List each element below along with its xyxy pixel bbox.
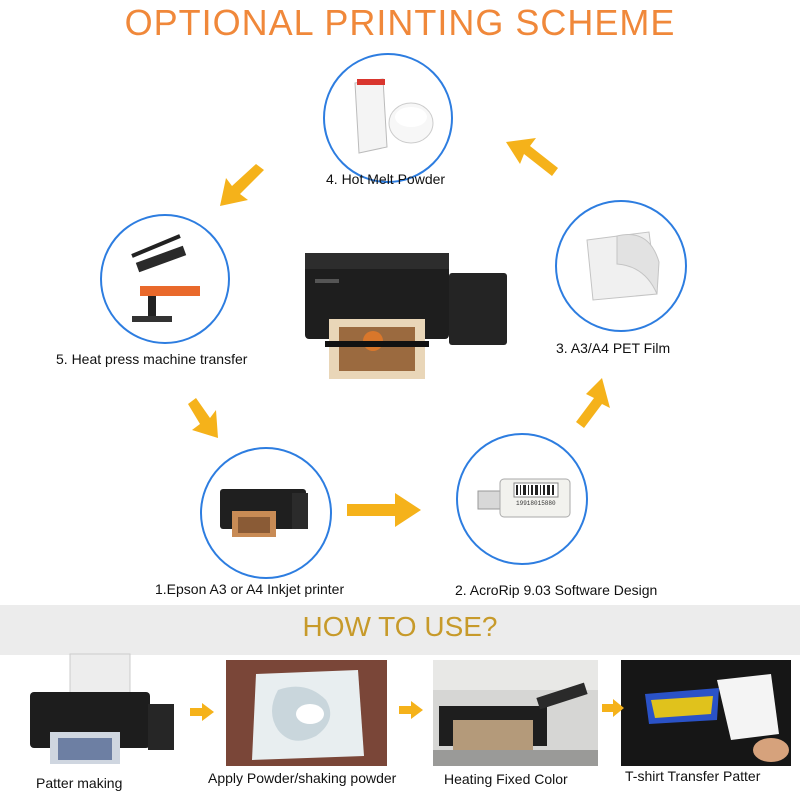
usage-photo-heating bbox=[433, 660, 598, 766]
usage-label-patter-making: Patter making bbox=[36, 775, 123, 791]
step-pet-film-label: 3. A3/A4 PET Film bbox=[556, 340, 671, 356]
usage-label-apply-powder: Apply Powder/shaking powder bbox=[208, 770, 397, 786]
powder-illustration bbox=[354, 78, 434, 154]
center-printer-illustration bbox=[283, 243, 523, 383]
dongle-serial: 19918015880 bbox=[516, 500, 556, 507]
arrow-printer-to-software-icon bbox=[347, 493, 421, 527]
step-printer-circle bbox=[200, 447, 332, 579]
arrow-usage-1-icon bbox=[190, 703, 214, 721]
usage-photo-tshirt bbox=[621, 660, 791, 766]
step-heat-press-circle bbox=[100, 214, 230, 344]
usage-label-tshirt: T-shirt Transfer Patter bbox=[625, 768, 761, 784]
how-to-use-band bbox=[0, 605, 800, 655]
step-software-circle: 19918015880 bbox=[456, 433, 588, 565]
step-heat-press-label: 5. Heat press machine transfer bbox=[56, 351, 248, 367]
arrow-powder-to-press-icon bbox=[220, 164, 264, 206]
usage-label-heating: Heating Fixed Color bbox=[444, 771, 568, 787]
page-title: OPTIONAL PRINTING SCHEME bbox=[124, 2, 676, 43]
heat-press-illustration bbox=[131, 234, 200, 322]
step-printer-label: 1.Epson A3 or A4 Inkjet printer bbox=[155, 581, 345, 597]
small-printer-illustration bbox=[220, 489, 308, 537]
step-software-label: 2. AcroRip 9.03 Software Design bbox=[455, 582, 658, 598]
arrow-usage-3-icon bbox=[602, 699, 624, 717]
arrow-software-to-film-icon bbox=[576, 378, 610, 428]
step-hot-melt-powder-circle bbox=[323, 53, 453, 183]
how-to-use-title: HOW TO USE? bbox=[302, 611, 498, 642]
usage-photo-apply-powder bbox=[226, 660, 387, 766]
arrow-press-to-printer-icon bbox=[188, 398, 218, 438]
step-hot-melt-powder-label: 4. Hot Melt Powder bbox=[326, 171, 446, 187]
arrow-film-to-powder-icon bbox=[506, 138, 558, 176]
pet-film-illustration bbox=[586, 231, 660, 301]
usb-dongle-illustration: 19918015880 bbox=[477, 478, 571, 518]
usage-photo-patter-making bbox=[20, 652, 180, 768]
step-pet-film-circle bbox=[555, 200, 687, 332]
arrow-usage-2-icon bbox=[399, 701, 423, 719]
